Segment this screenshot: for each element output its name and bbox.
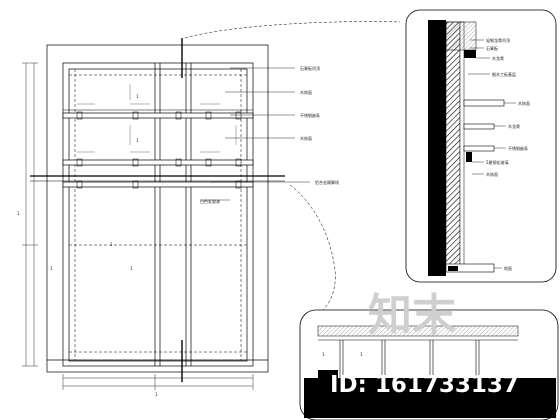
watermark-brand: 知末	[368, 290, 456, 341]
elevation-view	[22, 38, 310, 390]
section-label-9: 木饰面	[486, 171, 498, 177]
bottom-detail: 1 1	[299, 309, 559, 420]
section-label-4: 细木工板基层	[492, 71, 516, 77]
watermark-id: ID: 161733137	[330, 372, 519, 398]
elevation-label-5: 铝合金踢脚线	[315, 179, 339, 185]
section-label-1: 轻钢龙骨吊顶	[486, 37, 510, 43]
elevation-dim-5: 1	[136, 138, 139, 143]
section-label-3: 木龙骨	[492, 55, 504, 61]
bottom-dim-1: 1	[322, 352, 325, 357]
callout-curve	[184, 21, 401, 323]
section-detail-labels: 轻钢龙骨吊顶 石膏板 木龙骨 细木工板基层 木饰面 木龙骨 不锈钢嵌条 5厘钢化…	[486, 37, 530, 271]
elevation-dim-6: 1	[130, 266, 133, 271]
section-label-8: 5厘钢化玻璃	[486, 159, 509, 165]
elevation-labels: 石膏板吊顶 木饰面 不锈钢嵌条 木饰面 铝合金踢脚线 白色乳胶漆 1 1 1 1…	[17, 65, 339, 397]
section-label-5: 木饰面	[518, 100, 530, 106]
elevation-label-6: 白色乳胶漆	[200, 198, 220, 204]
elevation-inner-frame	[62, 62, 254, 367]
elevation-label-3: 不锈钢嵌条	[300, 112, 320, 118]
elevation-dim-2: 1	[155, 392, 158, 397]
elevation-label-2: 木饰面	[300, 89, 312, 95]
watermark: 知末 ID: 161733137	[330, 290, 519, 398]
section-label-6: 木龙骨	[508, 123, 520, 129]
elevation-outer-frame	[46, 44, 269, 373]
elevation-label-1: 石膏板吊顶	[300, 65, 320, 71]
elevation-label-4: 木饰面	[300, 135, 312, 141]
elevation-dim-3: 1	[110, 242, 113, 247]
elevation-dim-7: 1	[50, 266, 53, 271]
elevation-dim-1: 1	[17, 211, 20, 216]
bottom-dim-2: 1	[360, 352, 363, 357]
section-label-7: 不锈钢嵌条	[508, 145, 528, 151]
section-label-2: 石膏板	[486, 45, 498, 51]
elevation-inner-frame-2	[68, 68, 248, 362]
elevation-dim-4: 1	[136, 94, 139, 99]
section-label-10: 地面	[504, 265, 512, 271]
section-detail	[405, 9, 557, 283]
